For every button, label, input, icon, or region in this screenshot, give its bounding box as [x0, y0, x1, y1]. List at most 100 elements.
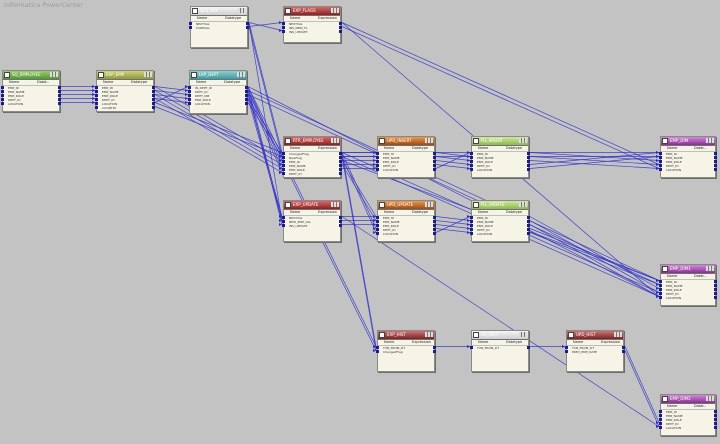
port-row[interactable]: EMP_ID — [661, 410, 715, 414]
output-port-icon[interactable] — [339, 22, 342, 25]
port-link[interactable] — [247, 94, 283, 173]
output-port-icon[interactable] — [433, 164, 436, 167]
transformation-header[interactable]: SEQ_KEY — [191, 7, 247, 16]
input-port-icon[interactable] — [282, 172, 285, 175]
output-port-icon[interactable] — [152, 86, 155, 89]
output-port-icon[interactable] — [339, 30, 342, 33]
output-port-icon[interactable] — [714, 414, 717, 417]
port-row[interactable]: NewFlag — [284, 156, 340, 160]
port-link[interactable] — [248, 22, 283, 31]
port-link[interactable] — [529, 224, 660, 297]
port-row[interactable]: EMP_ROLE — [97, 94, 153, 98]
port-link[interactable] — [435, 164, 471, 169]
input-port-icon[interactable] — [282, 152, 285, 155]
port-row[interactable]: IN_DEPT_ID — [190, 86, 246, 90]
port-link[interactable] — [154, 90, 189, 95]
input-port-icon[interactable] — [1, 102, 4, 105]
input-port-icon[interactable] — [189, 22, 192, 25]
transformation-header[interactable]: LKP_DEPT — [190, 71, 246, 80]
output-port-icon[interactable] — [622, 350, 625, 353]
transformation-header[interactable]: EXP_UPDATE — [284, 201, 340, 210]
port-row[interactable]: TXN_FROM_DT — [472, 346, 528, 350]
input-port-icon[interactable] — [470, 346, 473, 349]
input-port-icon[interactable] — [565, 350, 568, 353]
window-controls-icon[interactable] — [519, 332, 527, 337]
input-port-icon[interactable] — [659, 288, 662, 291]
output-port-icon[interactable] — [433, 160, 436, 163]
output-port-icon[interactable] — [714, 296, 717, 299]
port-link[interactable] — [435, 220, 471, 225]
port-row[interactable]: EMP_NAME — [472, 156, 528, 160]
input-port-icon[interactable] — [470, 168, 473, 171]
output-port-icon[interactable] — [622, 346, 625, 349]
input-port-icon[interactable] — [659, 296, 662, 299]
window-controls-icon[interactable] — [425, 138, 433, 143]
port-link[interactable] — [341, 156, 377, 351]
transformation-header[interactable]: UPD_HIST — [567, 331, 623, 340]
output-port-icon[interactable] — [152, 94, 155, 97]
input-port-icon[interactable] — [1, 90, 4, 93]
input-port-icon[interactable] — [282, 164, 285, 167]
port-row[interactable]: DEPT_ID — [284, 172, 340, 176]
port-link[interactable] — [435, 152, 471, 157]
port-row[interactable]: CURRVAL — [191, 26, 247, 30]
input-port-icon[interactable] — [282, 160, 285, 163]
port-row[interactable]: DEPT_ID — [378, 164, 434, 168]
output-port-icon[interactable] — [714, 160, 717, 163]
port-row[interactable]: INS_UPDATE — [284, 30, 340, 34]
port-row[interactable]: COUNTRY — [97, 106, 153, 110]
input-port-icon[interactable] — [95, 102, 98, 105]
port-link[interactable] — [248, 22, 283, 27]
input-port-icon[interactable] — [282, 30, 285, 33]
output-port-icon[interactable] — [433, 350, 436, 353]
port-link[interactable] — [529, 220, 660, 293]
port-link[interactable] — [529, 152, 660, 161]
port-row[interactable]: TXN_FROM_DT — [567, 346, 623, 350]
input-port-icon[interactable] — [282, 22, 285, 25]
transformation-header[interactable]: EMP_DIM2 — [661, 395, 715, 404]
port-row[interactable]: EMP_ID — [472, 216, 528, 220]
input-port-icon[interactable] — [189, 26, 192, 29]
port-row[interactable]: EMP_ROLE — [3, 94, 59, 98]
output-port-icon[interactable] — [714, 422, 717, 425]
output-port-icon[interactable] — [246, 26, 249, 29]
input-port-icon[interactable] — [1, 98, 4, 101]
port-row[interactable]: EMP_NAME — [661, 284, 715, 288]
output-port-icon[interactable] — [527, 346, 530, 349]
port-link[interactable] — [247, 90, 660, 281]
port-link[interactable] — [341, 152, 377, 229]
input-port-icon[interactable] — [95, 86, 98, 89]
port-link[interactable] — [154, 86, 189, 103]
port-row[interactable]: NEXTVAL — [284, 216, 340, 220]
port-link[interactable] — [341, 160, 377, 217]
window-controls-icon[interactable] — [331, 8, 339, 13]
output-port-icon[interactable] — [714, 152, 717, 155]
window-controls-icon[interactable] — [614, 332, 622, 337]
output-port-icon[interactable] — [152, 90, 155, 93]
input-port-icon[interactable] — [470, 160, 473, 163]
input-port-icon[interactable] — [282, 216, 285, 219]
port-row[interactable]: INS_UPDATE — [284, 224, 340, 228]
port-link[interactable] — [529, 156, 660, 169]
output-port-icon[interactable] — [152, 102, 155, 105]
input-port-icon[interactable] — [1, 86, 4, 89]
input-port-icon[interactable] — [659, 152, 662, 155]
port-link[interactable] — [248, 26, 283, 157]
input-port-icon[interactable] — [376, 350, 379, 353]
port-row[interactable]: NEW_EMP_VAL — [284, 220, 340, 224]
output-port-icon[interactable] — [527, 164, 530, 167]
output-port-icon[interactable] — [339, 26, 342, 29]
input-port-icon[interactable] — [188, 86, 191, 89]
output-port-icon[interactable] — [433, 168, 436, 171]
input-port-icon[interactable] — [95, 90, 98, 93]
output-port-icon[interactable] — [527, 152, 530, 155]
input-port-icon[interactable] — [659, 156, 662, 159]
window-controls-icon[interactable] — [331, 202, 339, 207]
input-port-icon[interactable] — [659, 280, 662, 283]
output-port-icon[interactable] — [58, 98, 61, 101]
port-row[interactable]: LOCATION — [472, 168, 528, 172]
